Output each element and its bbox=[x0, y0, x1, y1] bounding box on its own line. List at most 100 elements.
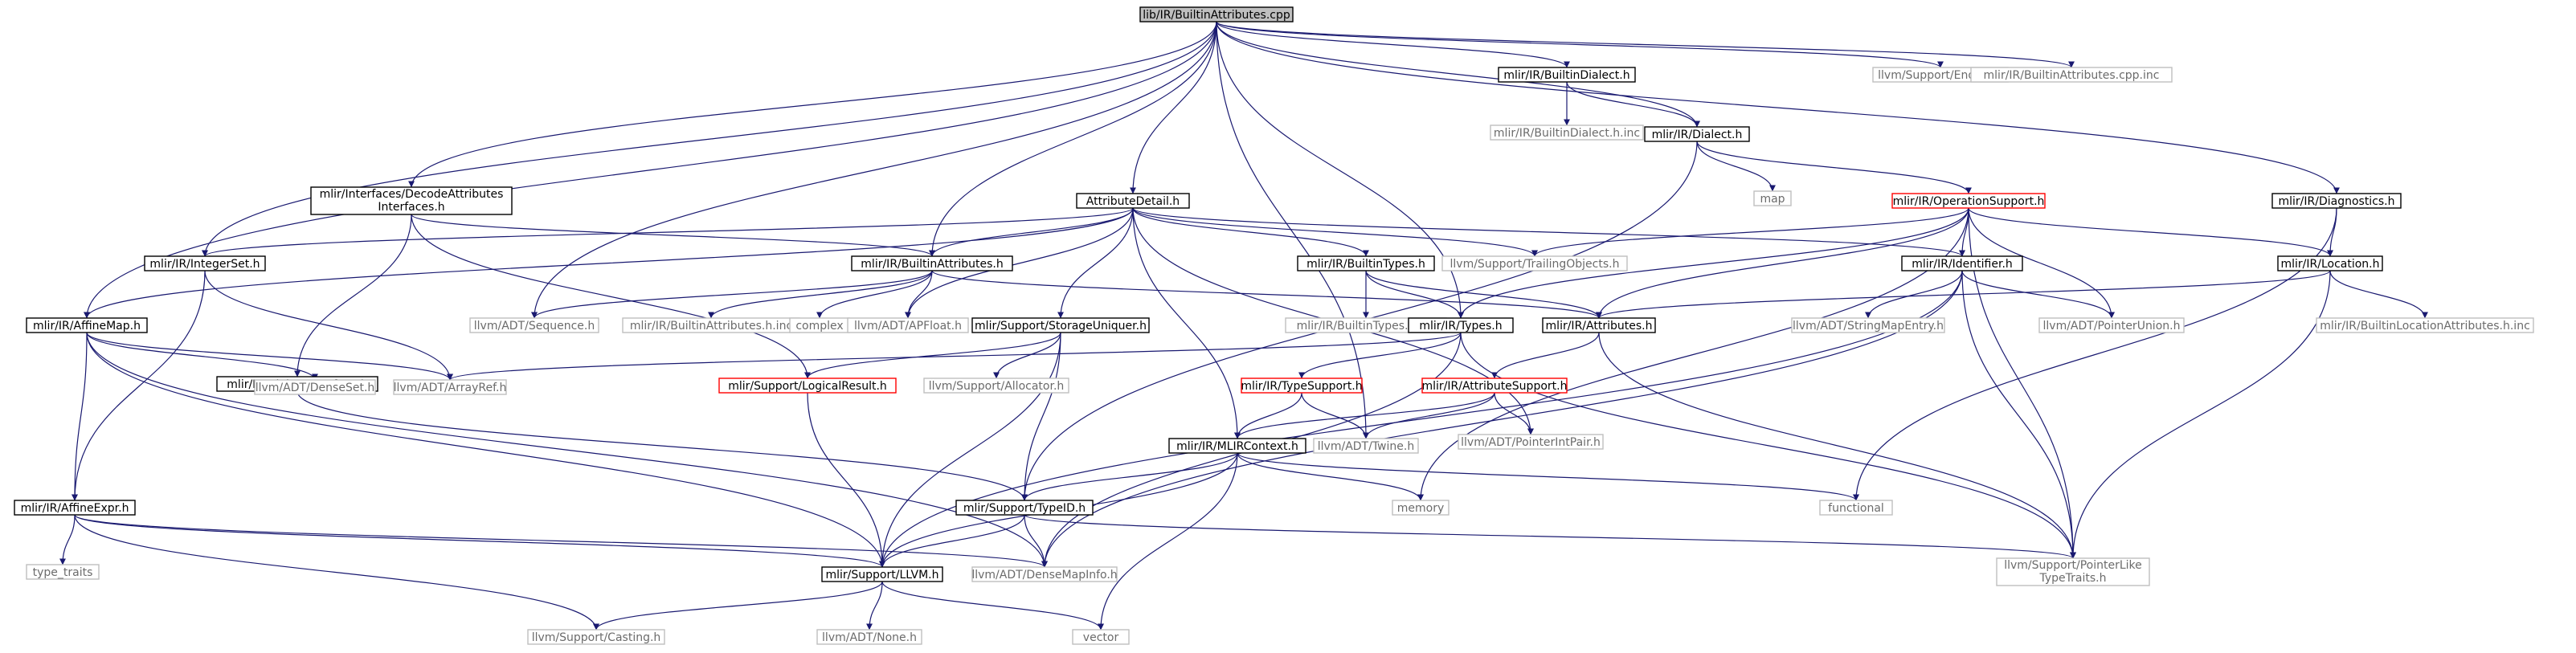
node-label: lib/IR/BuiltinAttributes.cpp bbox=[1143, 9, 1290, 22]
dependency-edge bbox=[1216, 21, 1944, 68]
dependency-edge bbox=[866, 581, 883, 631]
dependency-edge bbox=[1234, 392, 1495, 439]
dependency-edge bbox=[411, 214, 811, 379]
node-builtintypesinc: mlir/IR/BuiltinTypes.h.inc bbox=[1285, 317, 1447, 333]
edge-arrow bbox=[74, 514, 599, 631]
node-builtindialect[interactable]: mlir/IR/BuiltinDialect.h bbox=[1498, 67, 1636, 83]
dependency-edge bbox=[1216, 21, 2075, 68]
node-memory: memory bbox=[1392, 500, 1450, 516]
node-label: llvm/ADT/ArrayRef.h bbox=[394, 382, 507, 394]
node-llvmh[interactable]: mlir/Support/LLVM.h bbox=[821, 566, 943, 582]
dependency-edge bbox=[1216, 21, 1700, 128]
node-mlircontext[interactable]: mlir/IR/MLIRContext.h bbox=[1168, 438, 1306, 454]
edge-arrow bbox=[1216, 21, 2075, 68]
node-logicalresult[interactable]: mlir/Support/LogicalResult.h bbox=[718, 378, 897, 394]
dependency-edge bbox=[74, 514, 1048, 568]
edge-arrow bbox=[879, 514, 1025, 568]
node-functional: functional bbox=[1819, 500, 1893, 516]
edge-arrow bbox=[202, 207, 1134, 257]
edge-arrow bbox=[1234, 392, 1302, 439]
node-pointerintpair: llvm/ADT/PointerIntPair.h bbox=[1458, 434, 1604, 450]
node-diagnostics[interactable]: mlir/IR/Diagnostics.h bbox=[2271, 193, 2402, 209]
dependency-edge bbox=[72, 270, 206, 501]
edge-arrow bbox=[1961, 270, 2076, 559]
dependency-edge bbox=[1961, 270, 2115, 319]
edge-arrow bbox=[1696, 141, 1776, 192]
node-identifier[interactable]: mlir/IR/Identifier.h bbox=[1901, 255, 2023, 271]
node-label: llvm/ADT/PointerUnion.h bbox=[2043, 320, 2181, 333]
edge-arrow bbox=[708, 270, 933, 319]
edge-arrow bbox=[72, 332, 88, 501]
node-box bbox=[971, 317, 1150, 333]
node-box bbox=[923, 378, 1069, 394]
edge-arrow bbox=[84, 21, 1217, 319]
dependency-edge bbox=[72, 332, 88, 501]
edge-arrow bbox=[866, 581, 883, 631]
dependency-edge bbox=[1417, 207, 1969, 501]
edge-arrow bbox=[1363, 392, 1495, 439]
node-box bbox=[1297, 255, 1435, 271]
node-decode[interactable]: mlir/Interfaces/DecodeAttributesInterfac… bbox=[310, 186, 513, 215]
dependency-edge bbox=[1041, 270, 1963, 568]
node-label: mlir/IR/BuiltinAttributes.cpp.inc bbox=[1984, 69, 2160, 82]
dependency-edge bbox=[1021, 452, 1238, 501]
node-box bbox=[469, 317, 599, 333]
node-builtintypes[interactable]: mlir/IR/BuiltinTypes.h bbox=[1297, 255, 1435, 271]
edge-arrow bbox=[1968, 207, 2333, 257]
node-box bbox=[1498, 67, 1636, 83]
node-storageuniquer[interactable]: mlir/Support/StorageUniquer.h bbox=[971, 317, 1150, 333]
dependency-edge bbox=[1301, 392, 1369, 439]
dependency-edge bbox=[1365, 270, 1464, 319]
node-label: Interfaces.h bbox=[378, 201, 444, 214]
dependency-edge bbox=[879, 270, 1963, 568]
node-box bbox=[1076, 193, 1190, 209]
node-dialect[interactable]: mlir/IR/Dialect.h bbox=[1644, 126, 1750, 142]
node-types[interactable]: mlir/IR/Types.h bbox=[1408, 317, 1514, 333]
node-location[interactable]: mlir/IR/Location.h bbox=[2277, 255, 2383, 271]
node-box bbox=[144, 255, 266, 271]
edge-arrow bbox=[1301, 392, 1369, 439]
node-integerset[interactable]: mlir/IR/IntegerSet.h bbox=[144, 255, 266, 271]
node-builtinattrs[interactable]: mlir/IR/BuiltinAttributes.h bbox=[851, 255, 1013, 271]
node-box bbox=[821, 566, 943, 582]
edge-arrow bbox=[1098, 452, 1238, 631]
node-box bbox=[393, 379, 507, 395]
dependency-edge bbox=[1132, 207, 1965, 257]
node-box bbox=[816, 629, 922, 645]
node-typeid[interactable]: mlir/Support/TypeID.h bbox=[955, 500, 1094, 516]
node-label: mlir/Interfaces/DecodeAttributes bbox=[320, 188, 504, 201]
dependency-edge bbox=[86, 332, 1048, 568]
node-label: type_traits bbox=[33, 566, 93, 579]
dependency-edge bbox=[1234, 392, 1302, 439]
node-box bbox=[1441, 255, 1628, 271]
node-affineexpr[interactable]: mlir/IR/AffineExpr.h bbox=[14, 500, 136, 516]
node-label: mlir/Support/LogicalResult.h bbox=[728, 380, 887, 393]
node-attrdetail[interactable]: AttributeDetail.h bbox=[1076, 193, 1190, 209]
edge-arrow bbox=[929, 21, 1217, 257]
node-box bbox=[1891, 193, 2046, 209]
node-affinemap[interactable]: mlir/IR/AffineMap.h bbox=[26, 317, 148, 333]
node-attributes[interactable]: mlir/IR/Attributes.h bbox=[1542, 317, 1656, 333]
node-opsupport[interactable]: mlir/IR/OperationSupport.h bbox=[1891, 193, 2046, 209]
dependency-edge bbox=[1298, 332, 1462, 379]
dependency-edge bbox=[294, 214, 412, 378]
node-label: vector bbox=[1083, 631, 1119, 644]
edge-arrow bbox=[1021, 452, 1238, 501]
node-root[interactable]: lib/IR/BuiltinAttributes.cpp bbox=[1139, 6, 1294, 22]
dependency-edge bbox=[86, 332, 885, 568]
node-typesupport[interactable]: mlir/IR/TypeSupport.h bbox=[1241, 378, 1363, 394]
edge-arrow bbox=[1596, 207, 1969, 319]
edge-arrow bbox=[202, 21, 1217, 257]
node-label: mlir/IR/BuiltinTypes.h.inc bbox=[1297, 320, 1436, 333]
node-box bbox=[1168, 438, 1306, 454]
dependency-edge bbox=[1132, 207, 1369, 257]
dependency-edge bbox=[593, 581, 883, 631]
node-label: mlir/IR/Identifier.h bbox=[1912, 258, 2013, 271]
node-twine: llvm/ADT/Twine.h bbox=[1313, 438, 1419, 454]
edge-arrow bbox=[1237, 452, 1424, 501]
node-box bbox=[1996, 557, 2150, 586]
node-nonez: llvm/ADT/None.h bbox=[816, 629, 922, 645]
node-label: mlir/IR/AffineExpr.h bbox=[21, 502, 129, 515]
node-label: mlir/IR/Location.h bbox=[2281, 258, 2380, 271]
node-attrsupport[interactable]: mlir/IR/AttributeSupport.h bbox=[1421, 378, 1568, 394]
